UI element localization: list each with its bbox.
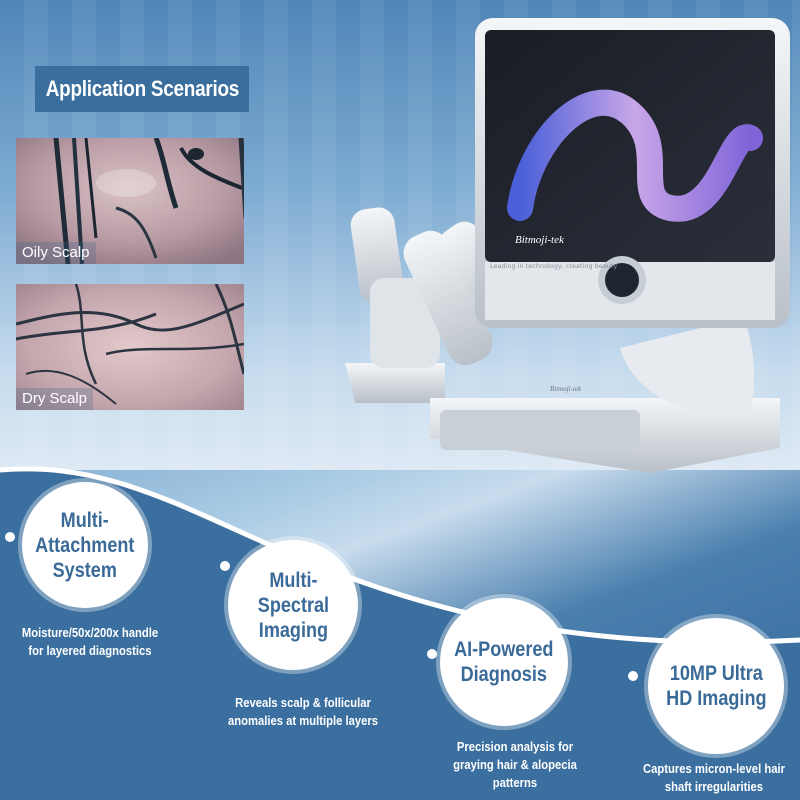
scenario-label-dry: Dry Scalp (16, 388, 94, 410)
base-brand: Bitmoji-tek (550, 385, 582, 393)
handle-2 (403, 230, 493, 366)
device-tagline: Leading in technology, creating beauty (490, 262, 617, 270)
scenario-photo-oily: Oily Scalp (16, 138, 244, 264)
scenario-label-oily: Oily Scalp (16, 242, 96, 264)
screen-swirl (507, 89, 763, 222)
feature-title-attachment: Multi- Attachment System (35, 508, 135, 582)
feature-title-ai: AI-Powered Diagnosis (454, 638, 554, 686)
handle-1-body (370, 278, 440, 368)
scalp-dry-photo-icon (16, 284, 244, 410)
device-brand: Bitmoji-tek (515, 234, 565, 246)
wave-dot (628, 671, 638, 681)
feature-circle-attachment: Multi- Attachment System (22, 482, 148, 608)
feature-circle-spectral: Multi- Spectral Imaging (228, 540, 358, 670)
feature-title-imaging: 10MP Ultra HD Imaging (665, 662, 767, 710)
wave-dot (427, 649, 437, 659)
speaker-grille (440, 410, 640, 450)
stand-left (345, 363, 445, 403)
feature-title-spectral: Multi- Spectral Imaging (257, 568, 329, 642)
feature-desc-spectral: Reveals scalp & follicular anomalies at … (227, 696, 379, 728)
scalp-oily-photo-icon (16, 138, 244, 264)
scenario-photo-dry: Dry Scalp (16, 284, 244, 410)
feature-desc-ai: Precision analysis for graying hair & al… (453, 740, 577, 790)
device-illustration: Leading in technology, creating beauty B… (345, 18, 790, 473)
wave-dot (220, 561, 230, 571)
feature-circle-ai: AI-Powered Diagnosis (440, 598, 568, 726)
feature-desc-imaging: Captures micron-level hair shaft irregul… (643, 762, 785, 794)
section-title: Application Scenarios (45, 76, 239, 101)
stand-arc (620, 318, 755, 414)
feature-circle-imaging: 10MP Ultra HD Imaging (648, 618, 784, 754)
feature-desc-attachment: Moisture/50x/200x handle for layered dia… (21, 626, 159, 658)
wave-dot (5, 532, 15, 542)
camera-lens (605, 263, 639, 297)
section-title-box: Application Scenarios (35, 66, 249, 112)
